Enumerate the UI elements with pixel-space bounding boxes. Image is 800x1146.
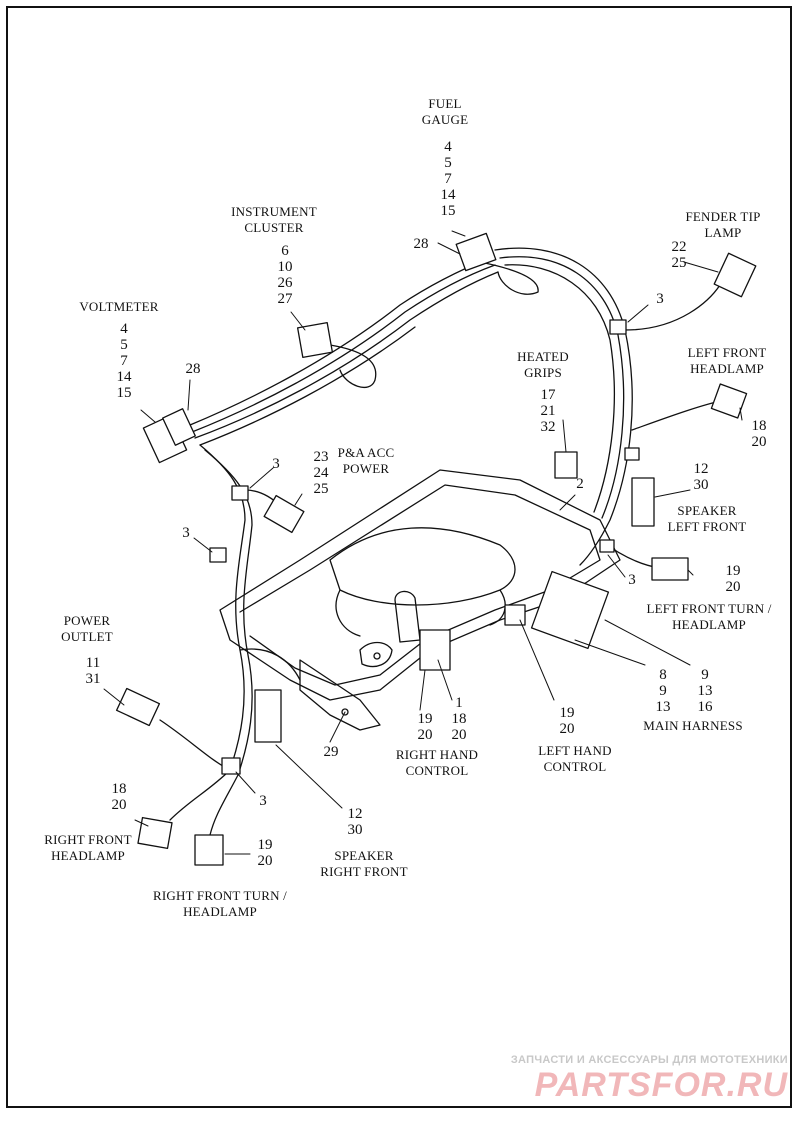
bracket-part-29: 29 <box>323 744 339 760</box>
heated-grips-callout-2: 2 <box>576 476 584 492</box>
upper-harness-bundle <box>189 257 539 446</box>
connectors <box>115 232 757 866</box>
clip-callout-3: 3 <box>656 291 664 307</box>
label-main-harness: MAIN HARNESS <box>643 718 743 733</box>
leader-lines <box>103 230 743 855</box>
clip-callout-3: 3 <box>628 572 636 588</box>
clip-callout-3: 3 <box>259 793 267 809</box>
watermark-logo: PARTSFOR.RU <box>534 1066 788 1104</box>
mounting-bracket <box>219 469 621 731</box>
page-border <box>6 6 792 1108</box>
label-right-front-turn-headlamp: RIGHT FRONT TURN /HEADLAMP <box>153 888 287 919</box>
watermark-subtitle: ЗАПЧАСТИ И АКСЕССУАРЫ ДЛЯ МОТОТЕХНИКИ <box>510 1054 788 1066</box>
label-left-front-turn-headlamp: LEFT FRONT TURN /HEADLAMP <box>646 601 772 632</box>
clip-callout-3: 3 <box>182 525 190 541</box>
fuel-gauge-part-28: 28 <box>413 236 429 252</box>
clip-callout-3: 3 <box>272 456 280 472</box>
label-voltmeter: VOLTMETER <box>79 299 159 314</box>
voltmeter-part-28: 28 <box>185 361 201 377</box>
right-harness-run <box>494 247 726 569</box>
